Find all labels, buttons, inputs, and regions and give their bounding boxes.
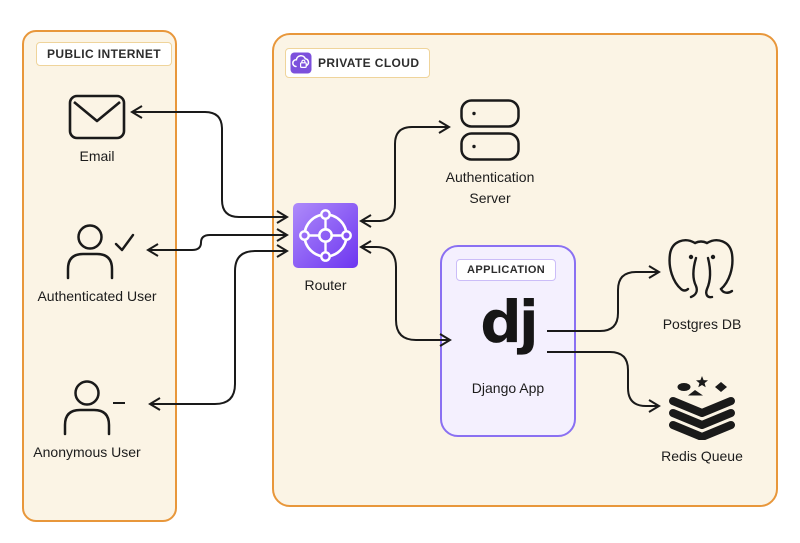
authentication-server-label: Authentication Server bbox=[445, 169, 535, 206]
postgres-elephant-icon bbox=[668, 239, 734, 299]
user-check-icon bbox=[66, 224, 135, 280]
node-redis-queue: Redis Queue bbox=[650, 374, 754, 467]
postgres-db-label: Postgres DB bbox=[662, 316, 742, 332]
router-label: Router bbox=[304, 277, 347, 293]
envelope-icon bbox=[68, 94, 126, 140]
user-icon bbox=[63, 380, 111, 436]
router-icon bbox=[293, 203, 358, 268]
public-internet-title: PUBLIC INTERNET bbox=[36, 42, 172, 66]
server-stack-icon bbox=[460, 99, 520, 161]
django-logo: dj bbox=[480, 288, 538, 356]
application-title: APPLICATION bbox=[456, 259, 557, 281]
private-cloud-title: PRIVATE CLOUD bbox=[285, 48, 431, 78]
node-email: Email bbox=[47, 94, 147, 167]
email-label: Email bbox=[79, 148, 115, 164]
public-internet-label: PUBLIC INTERNET bbox=[47, 47, 161, 61]
node-anonymous-user: Anonymous User bbox=[27, 378, 147, 463]
authenticated-user-label: Authenticated User bbox=[37, 288, 157, 304]
node-authenticated-user: Authenticated User bbox=[27, 222, 167, 307]
application-label: APPLICATION bbox=[467, 264, 546, 276]
private-cloud-label: PRIVATE CLOUD bbox=[318, 56, 420, 70]
redis-queue-label: Redis Queue bbox=[661, 448, 743, 464]
anonymous-user-label: Anonymous User bbox=[33, 444, 141, 460]
node-postgres-db: Postgres DB bbox=[650, 236, 754, 335]
node-authentication-server: Authentication Server bbox=[425, 99, 555, 209]
django-app-label: Django App bbox=[471, 380, 545, 396]
cloud-lock-icon bbox=[290, 52, 312, 74]
redis-stack-icon bbox=[669, 376, 735, 440]
